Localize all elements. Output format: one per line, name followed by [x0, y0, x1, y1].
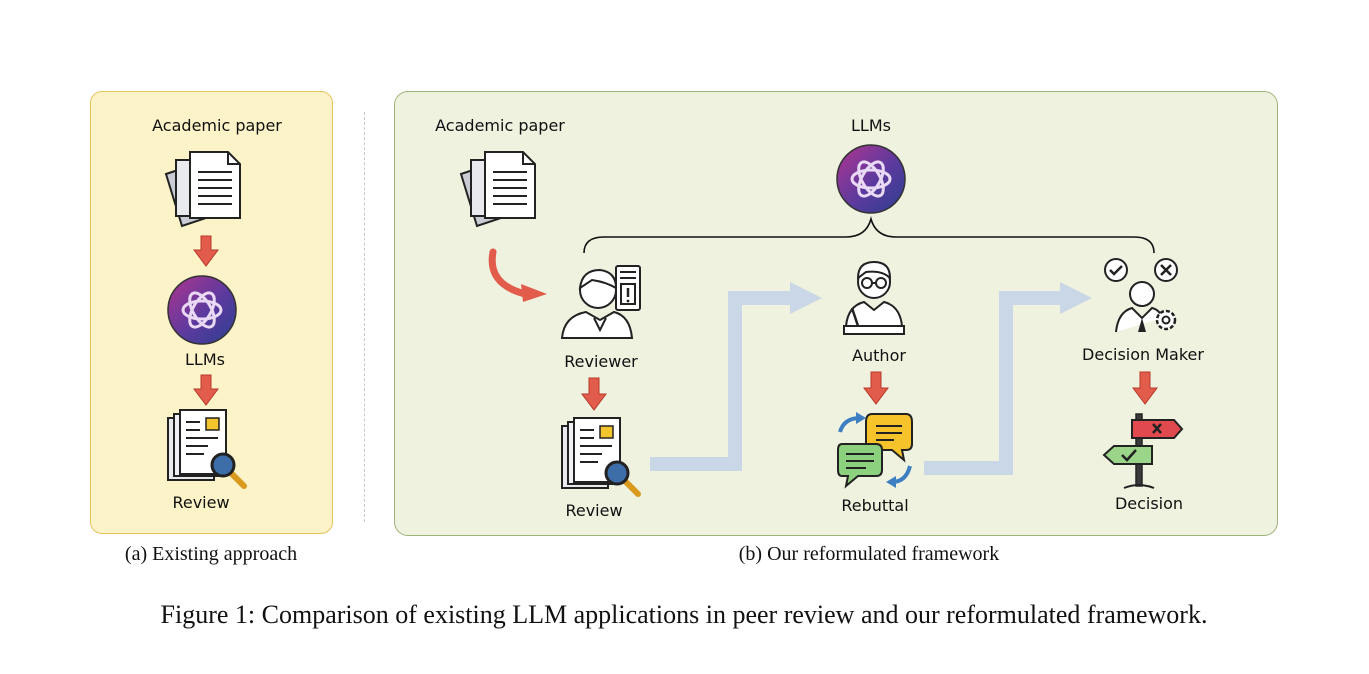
document-stack-icon [164, 151, 241, 228]
caption-b: (b) Our reformulated framework [738, 543, 1000, 565]
figure-caption: Figure 1: Comparison of existing LLM app… [160, 600, 1208, 629]
llm-logo-icon [836, 144, 906, 214]
down-arrow-icon [193, 235, 219, 267]
review-label-b: Review [565, 501, 623, 520]
caption-a: (a) Existing approach [124, 543, 298, 565]
llms-label-a: LLMs [185, 350, 225, 369]
author-icon [843, 260, 905, 335]
paper-label-a: Academic paper [152, 116, 282, 135]
down-arrow-icon [863, 371, 889, 405]
author-label: Author [852, 346, 906, 365]
down-arrow-icon [1132, 371, 1158, 405]
down-arrow-icon [193, 374, 219, 406]
panel-divider [364, 112, 365, 522]
llms-label-b: LLMs [851, 116, 891, 135]
reviewer-label: Reviewer [564, 352, 638, 371]
decision-label: Decision [1114, 494, 1184, 513]
decision-maker-label: Decision Maker [1082, 345, 1204, 364]
flow-arrow-review-to-author [650, 282, 822, 471]
review-label-a: Review [172, 493, 230, 512]
rebuttal-label: Rebuttal [841, 496, 909, 515]
llm-logo-icon [167, 275, 237, 345]
reviewer-icon [560, 265, 641, 339]
review-document-icon [167, 409, 247, 489]
decision-signpost-icon [1102, 413, 1184, 489]
document-stack-icon [459, 151, 536, 228]
down-arrow-icon [581, 377, 607, 411]
curved-arrow-icon [488, 248, 547, 302]
flow-arrow-rebuttal-to-decision [924, 282, 1092, 475]
paper-label-b: Academic paper [435, 116, 565, 135]
decision-maker-icon [1104, 258, 1178, 333]
curly-brace [583, 216, 1155, 254]
rebuttal-chat-icon [837, 412, 913, 489]
review-document-icon [561, 417, 641, 497]
